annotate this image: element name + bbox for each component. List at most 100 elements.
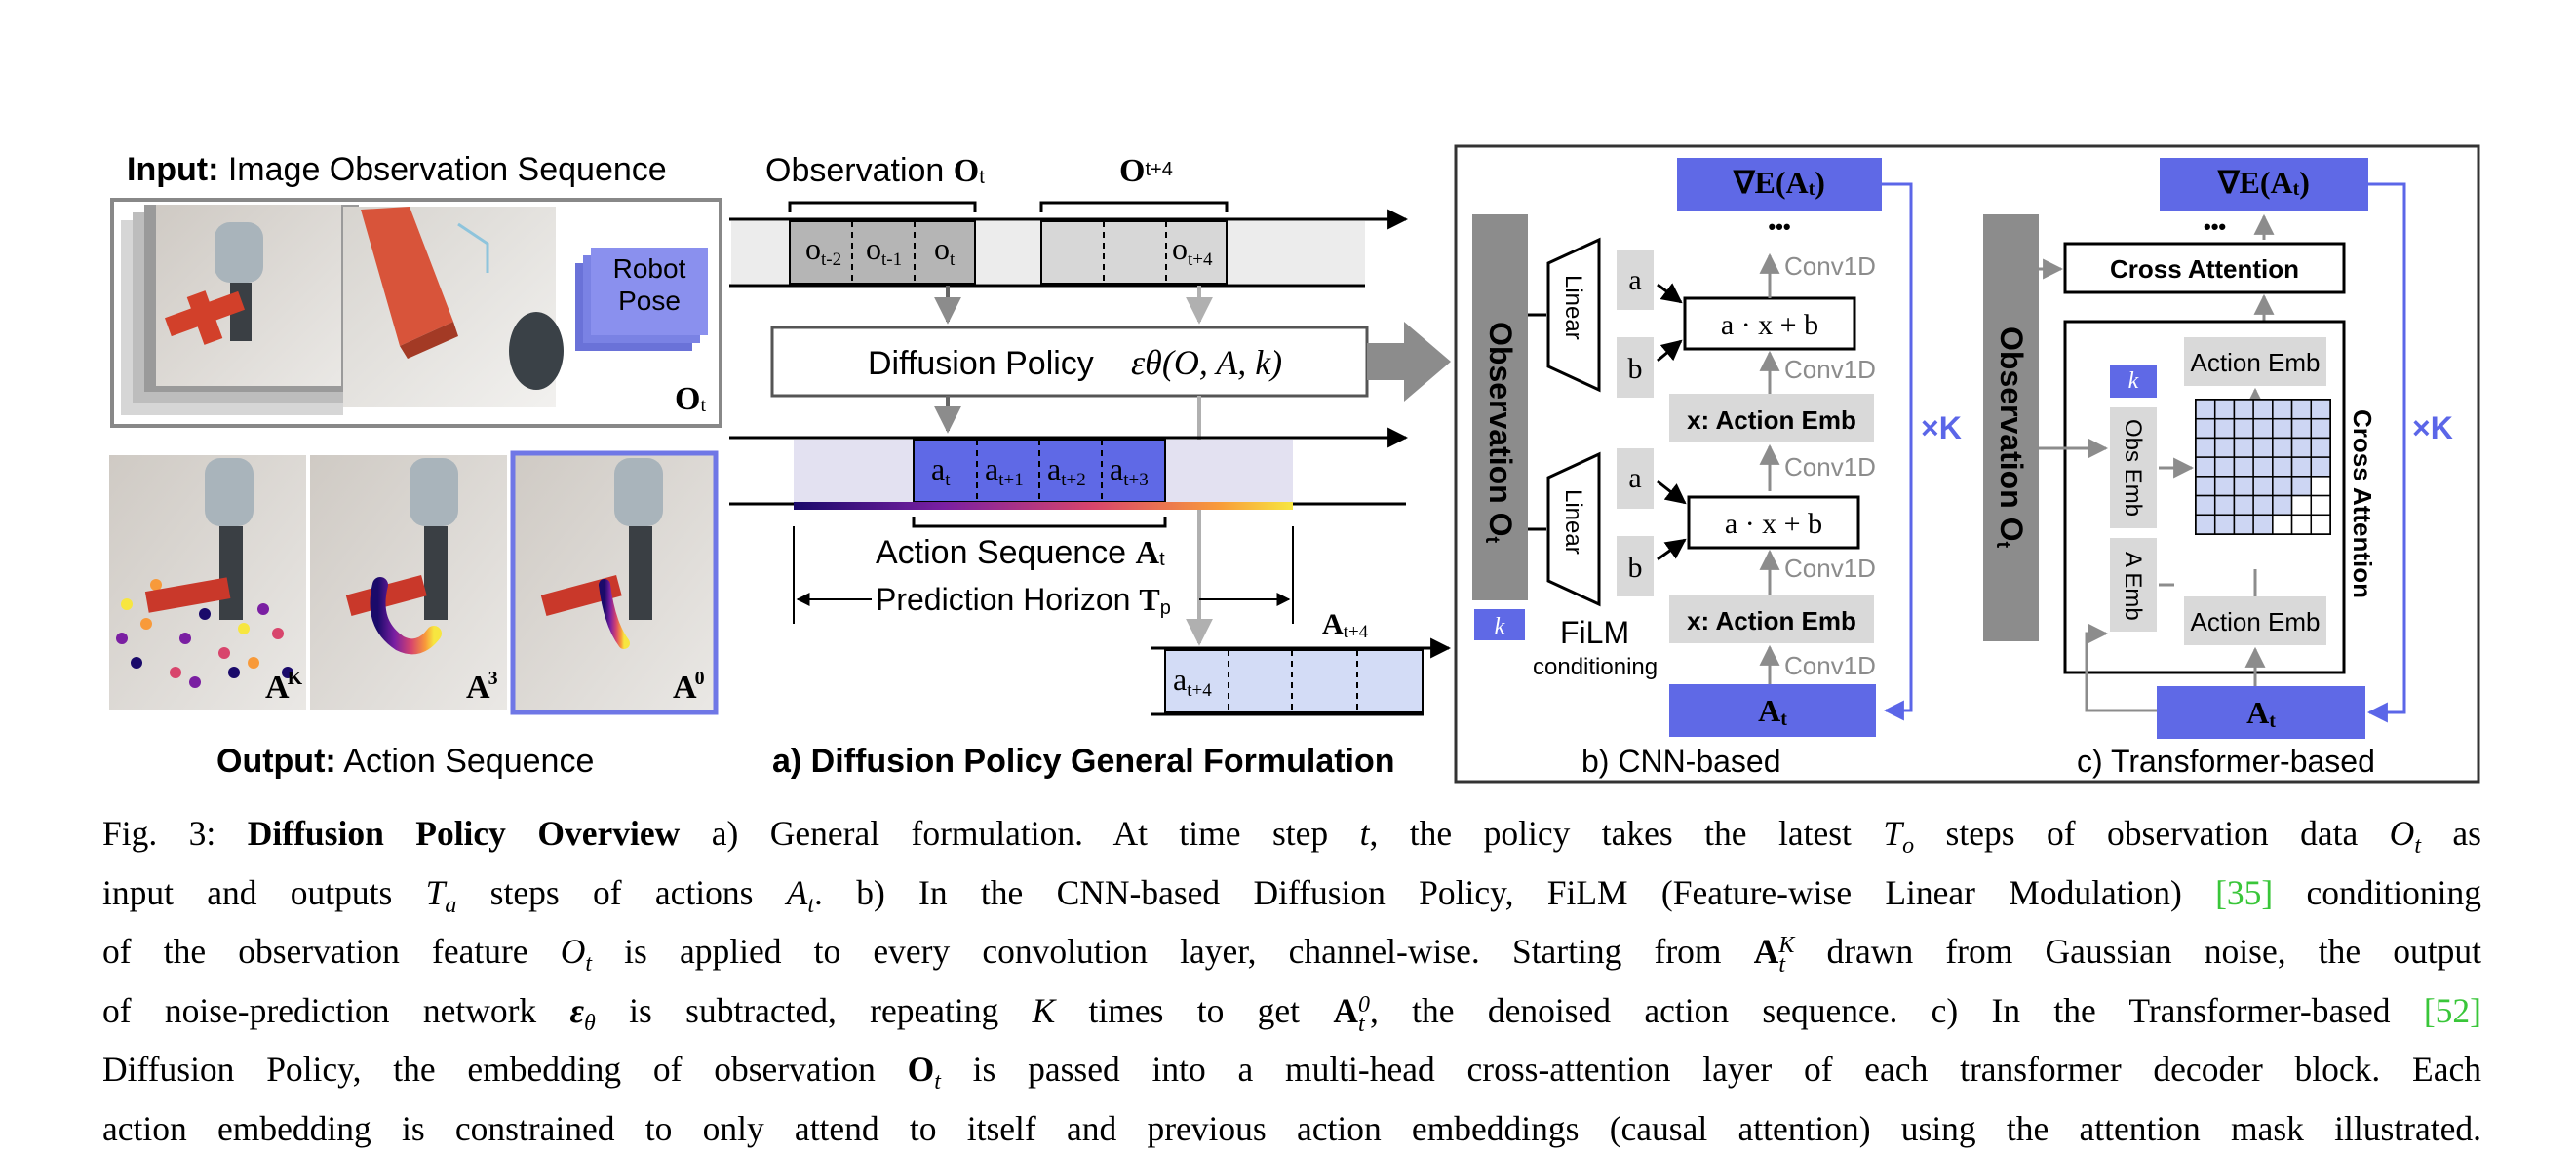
film-formula-1-label: a · x + b xyxy=(1721,309,1818,341)
film-title: FiLM xyxy=(1560,615,1629,650)
caption-math: t xyxy=(934,1069,941,1095)
action-cell-1: at xyxy=(931,451,951,490)
caption-math: T xyxy=(425,872,446,912)
input-frame xyxy=(110,198,722,428)
mask-cell xyxy=(2272,514,2293,535)
cross-attention-box xyxy=(2063,242,2346,294)
caption-line: action embedding is constrained to only … xyxy=(102,1108,2481,1148)
horizon-label: Prediction Horizon Tp xyxy=(876,582,1171,619)
panel-c-caption: c) Transformer-based xyxy=(2077,744,2375,779)
linear-2 xyxy=(1546,451,1601,607)
caption-math: T xyxy=(1883,814,1903,853)
caption-fig-label: Fig. 3: xyxy=(102,814,248,853)
tf-k-label: k xyxy=(2128,368,2139,394)
mask-cell xyxy=(2252,399,2274,420)
input-obs-label: Ot xyxy=(675,381,706,417)
output-frame-3: A0 xyxy=(510,450,719,715)
action-cell-4: at+3 xyxy=(1110,451,1149,490)
robot-pose-stack: Robot Pose xyxy=(575,248,708,351)
mask-cell xyxy=(2290,456,2313,478)
mask-cell xyxy=(2290,514,2313,535)
caption-math: t xyxy=(585,951,592,978)
mask-cell xyxy=(2213,456,2236,478)
panel-b: ∇E(At) ••• Observation Ot Linear a b a ·… xyxy=(1472,158,1962,779)
diffusion-policy-box xyxy=(770,326,1369,398)
mask-cell xyxy=(2252,437,2274,458)
obs-emb-label: Obs Emb xyxy=(2120,419,2146,517)
mask-cell xyxy=(2310,399,2331,420)
cnn-observation-label: Observation Ot xyxy=(1481,322,1518,544)
cnn-action-emb-1 xyxy=(1669,394,1874,442)
mask-cell xyxy=(2310,494,2331,517)
film-a-1 xyxy=(1617,250,1654,310)
cnn-at-label: At xyxy=(1758,693,1787,730)
mask-cell xyxy=(2310,514,2331,535)
a-emb-box xyxy=(2110,538,2157,632)
mask-cell xyxy=(2290,399,2313,420)
mask-cell xyxy=(2290,417,2313,440)
film-b-2 xyxy=(1617,536,1654,596)
obs-brace xyxy=(788,201,977,212)
a-next-block xyxy=(1164,649,1424,713)
conv-label-2: Conv1D xyxy=(1784,355,1876,384)
caption-math: A xyxy=(1753,932,1779,972)
mask-cell xyxy=(2272,494,2293,517)
action-cell-2: at+1 xyxy=(985,451,1024,490)
film-a-1-label: a xyxy=(1628,264,1641,296)
plasma-bar xyxy=(794,502,1293,510)
figure: Input: Image Observation Sequence Robot … xyxy=(109,144,2480,784)
panel-bc-frame xyxy=(1454,144,2480,784)
cnn-action-emb-1-label: x: Action Emb xyxy=(1687,405,1856,435)
caption-math: A xyxy=(1333,990,1358,1030)
mask-cell xyxy=(2310,456,2331,478)
caption-math: A xyxy=(786,872,808,912)
attention-mask-grid xyxy=(2195,399,2331,535)
observation-label: Observation Ot xyxy=(765,152,985,189)
mask-cell xyxy=(2213,476,2236,497)
caption-title: Diffusion Policy Overview xyxy=(247,814,681,853)
caption-math: [52] xyxy=(2423,990,2481,1030)
panel-c: ∇E(At) ••• Observation Ot Cross Attentio… xyxy=(1983,158,2453,779)
mask-cell xyxy=(2233,514,2254,535)
obs-next-block xyxy=(1040,220,1228,285)
mask-cell xyxy=(2310,437,2331,458)
mask-cell xyxy=(2252,494,2274,517)
robot-pose-label-1: Robot xyxy=(613,253,686,284)
film-formula-1 xyxy=(1683,296,1856,351)
mask-cell xyxy=(2195,437,2216,458)
caption-math: t xyxy=(1359,814,1370,853)
mask-cell xyxy=(2272,437,2293,458)
tf-at-label: At xyxy=(2246,695,2276,732)
mask-cell xyxy=(2233,437,2254,458)
mask-cell xyxy=(2195,399,2216,420)
conv-label-5: Conv1D xyxy=(1784,651,1876,680)
tf-grad-box xyxy=(2160,158,2368,211)
mask-cell xyxy=(2213,437,2236,458)
mask-cell xyxy=(2195,494,2216,517)
frame-label-2: A3 xyxy=(466,668,498,706)
figure-caption: Fig. 3: Diffusion Policy Overview a) Gen… xyxy=(102,811,2481,1152)
input-panel: Input: Image Observation Sequence Robot … xyxy=(110,151,722,428)
obs-cell-1: ot-2 xyxy=(805,231,841,270)
mask-cell xyxy=(2213,399,2236,420)
mask-cell xyxy=(2233,476,2254,497)
a-next-cell: at+4 xyxy=(1173,662,1212,701)
mask-cell xyxy=(2290,476,2313,497)
observation-image-stack-2 xyxy=(343,207,564,407)
film-b-1-label: b xyxy=(1628,353,1643,385)
caption-math: O xyxy=(560,932,586,972)
caption-math: O xyxy=(907,1050,935,1090)
mask-cell xyxy=(2272,476,2293,497)
conv-label-4: Conv1D xyxy=(1784,554,1876,583)
obs-current-block xyxy=(789,220,976,285)
film-subtitle: conditioning xyxy=(1533,654,1658,680)
a-next-label: At+4 xyxy=(1322,608,1369,642)
mask-cell xyxy=(2213,514,2236,535)
observation-image-stack-1 xyxy=(121,205,359,415)
cnn-action-emb-2-label: x: Action Emb xyxy=(1687,606,1856,635)
mask-cell xyxy=(2310,417,2331,440)
cnn-k-box xyxy=(1474,609,1525,640)
cnn-k-label: k xyxy=(1495,614,1505,639)
caption-math: a xyxy=(445,892,457,918)
